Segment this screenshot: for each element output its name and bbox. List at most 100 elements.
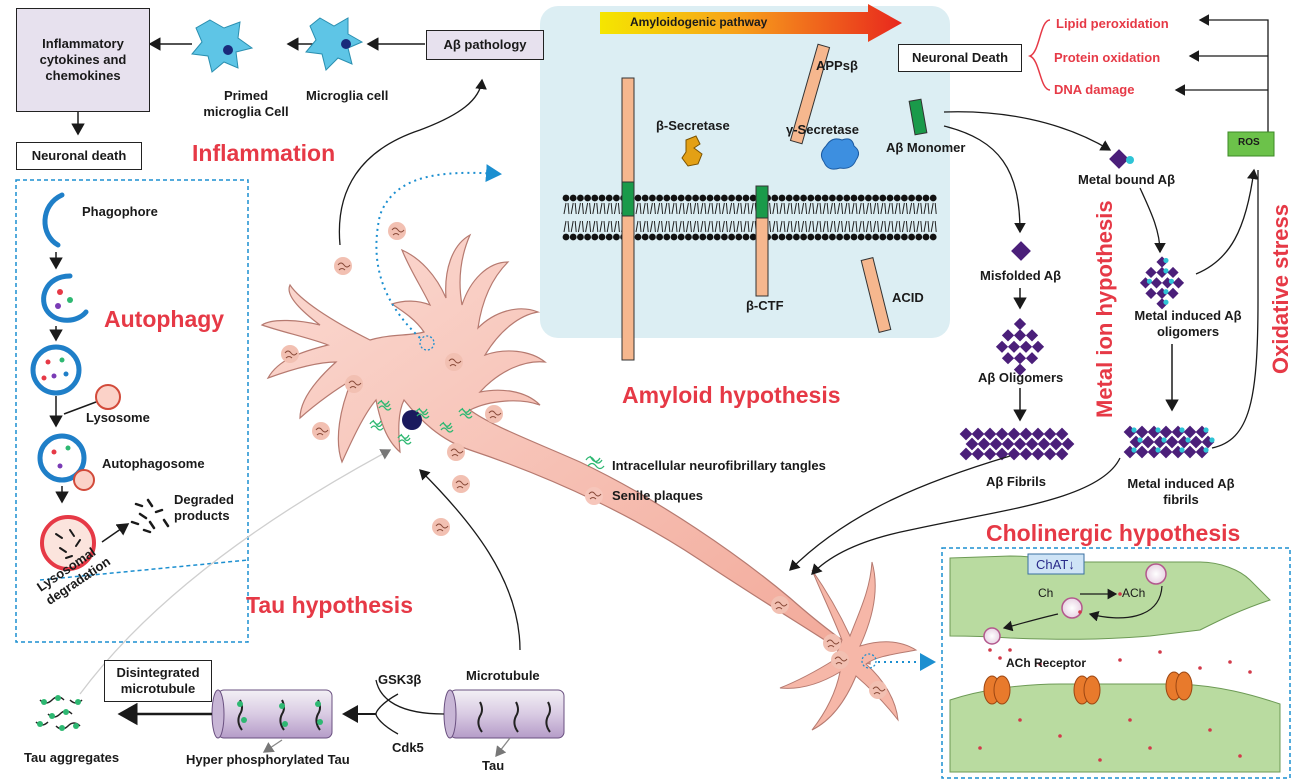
misfolded-abeta-icon	[1011, 241, 1031, 261]
membrane-zoom-circle	[419, 335, 435, 351]
primed-microglia-label: Primed microglia Cell	[203, 88, 289, 119]
ach-receptor-label: ACh Receptor	[1006, 656, 1087, 670]
cdk5-label: Cdk5	[392, 740, 424, 755]
presynaptic-terminal	[949, 555, 1271, 640]
disintegrated-microtubule-box: Disintegrated microtubule	[104, 660, 212, 702]
amyloid-hypothesis-title: Amyloid hypothesis	[622, 382, 841, 408]
abeta-oligomers-label: Aβ Oligomers	[978, 370, 1064, 385]
cytokines-text: Inflammatory cytokines and chemokines	[39, 35, 127, 84]
synapse-zoom-circle	[861, 653, 877, 669]
senile-plaques	[281, 222, 887, 699]
beta-ctf-abeta-segment	[755, 185, 769, 219]
neuronal-death-right-text: Neuronal Death	[911, 49, 1009, 65]
ach-receptor-1	[983, 675, 1011, 705]
misfolded-abeta-label: Misfolded Aβ	[980, 268, 1062, 283]
neuron-nucleus	[402, 410, 422, 430]
neuronal-death-left-text: Neuronal death	[31, 147, 127, 163]
tau-hypothesis-title: Tau hypothesis	[246, 592, 413, 618]
chat-box	[1027, 553, 1085, 575]
microglia-cell-icon	[305, 17, 364, 71]
autophagy-title: Autophagy	[104, 306, 225, 332]
tangles-legend-label: Intracellular neurofibrillary tangles	[612, 458, 826, 473]
oxidative-stress-title: Oxidative stress	[1268, 204, 1293, 374]
abeta-oligomers-icon	[995, 317, 1045, 376]
gamma-secretase-label: γ-Secretase	[786, 122, 859, 137]
cholinergic-panel	[941, 547, 1291, 779]
ros-label: ROS	[1238, 137, 1260, 148]
microglia-cell-label: Microglia cell	[306, 88, 389, 103]
degraded-products-icon	[130, 498, 170, 534]
gamma-secretase-shape	[820, 138, 860, 170]
abeta-pathology-box: Aβ pathology	[426, 30, 544, 60]
metal-fibrils-icon	[1123, 425, 1215, 459]
dna-damage-label: DNA damage	[1054, 82, 1135, 97]
ach-vesicle-1	[1145, 563, 1167, 585]
neuronal-death-box-right: Neuronal Death	[898, 44, 1022, 72]
ros-box	[1227, 131, 1275, 157]
metal-bound-abeta-icon	[1109, 149, 1129, 169]
metal-bound-abeta-label: Metal bound Aβ	[1078, 172, 1175, 187]
lysosome-label: Lysosome	[86, 410, 150, 425]
inflammation-title: Inflammation	[192, 140, 336, 166]
primed-microglia-icon	[191, 19, 254, 73]
neuronal-death-box-left: Neuronal death	[16, 142, 142, 170]
ach-receptor-2	[1073, 675, 1101, 705]
amyloidogenic-panel	[540, 6, 950, 338]
autophagosome-icon	[37, 433, 87, 483]
appsb-fragment	[789, 43, 831, 145]
abeta-fibrils-icon	[959, 427, 1075, 461]
oxidative-bracket	[1027, 19, 1051, 91]
tau-label: Tau	[482, 758, 505, 773]
microtubule-tube	[449, 689, 565, 739]
app-protein	[621, 77, 635, 361]
phagophore-label: Phagophore	[82, 204, 158, 219]
tau-aggregates-label: Tau aggregates	[24, 750, 120, 765]
ach-vesicle-release	[983, 627, 1001, 645]
acid-label: ACID	[892, 290, 924, 305]
protein-oxidation-label: Protein oxidation	[1054, 50, 1161, 65]
lysosome-icon	[95, 384, 121, 410]
ach-label: ACh	[1122, 586, 1146, 600]
chat-label: ChAT↓	[1036, 557, 1075, 572]
metal-oligomers-icon	[1139, 256, 1185, 310]
metal-fibrils-label: Metal induced Aβ fibrils	[1127, 476, 1235, 507]
plaques-legend-label: Senile plaques	[612, 488, 704, 503]
neuron-to-abeta-pathology-arrow	[338, 78, 487, 246]
abeta-pathology-text: Aβ pathology	[443, 36, 527, 52]
cytokines-box: Inflammatory cytokines and chemokines	[16, 8, 150, 112]
disintegrated-microtubule-text: Disintegrated microtubule	[116, 664, 200, 696]
amyloidogenic-pathway-label: Amyloidogenic pathway	[630, 15, 768, 29]
cholinergic-hypothesis-title: Cholinergic hypothesis	[986, 520, 1241, 546]
phagophore-icon	[42, 192, 65, 248]
hyper-tau-tube	[217, 689, 333, 739]
autophagosome-early-icon	[30, 344, 82, 396]
tangle-legend-icon	[585, 455, 605, 470]
beta-secretase-label: β-Secretase	[656, 118, 730, 133]
appsb-label: APPsβ	[816, 58, 858, 73]
zoom-connector-membrane	[375, 164, 502, 339]
ach-vesicle-2	[1061, 597, 1083, 619]
beta-secretase-shape	[681, 135, 703, 167]
autophagosome-label: Autophagosome	[102, 456, 205, 471]
abeta-fibrils-label: Aβ Fibrils	[986, 474, 1046, 489]
ch-label: Ch	[1038, 586, 1054, 600]
ach-molecules	[978, 592, 1252, 762]
forming-autophagosome-icon	[41, 273, 89, 323]
autophagy-panel	[15, 179, 249, 643]
lipid-peroxidation-label: Lipid peroxidation	[1056, 16, 1169, 31]
app-abeta-segment	[621, 181, 635, 217]
hyper-tau-label: Hyper phosphorylated Tau	[186, 752, 350, 767]
neurofibrillary-tangles	[369, 399, 473, 445]
degraded-products-label: Degraded products	[174, 492, 234, 523]
cell-membrane	[562, 194, 937, 241]
lysosomal-degradation-icon	[40, 515, 96, 571]
beta-ctf-label: β-CTF	[746, 298, 784, 313]
microtubule-label: Microtubule	[466, 668, 540, 683]
metal-oligomers-label: Metal induced Aβ oligomers	[1134, 308, 1242, 339]
abeta-monomer-label: Aβ Monomer	[886, 140, 966, 155]
amyloidogenic-pathway-arrow	[600, 4, 902, 42]
acid-fragment	[860, 257, 892, 333]
ach-receptor-3	[1165, 671, 1193, 701]
